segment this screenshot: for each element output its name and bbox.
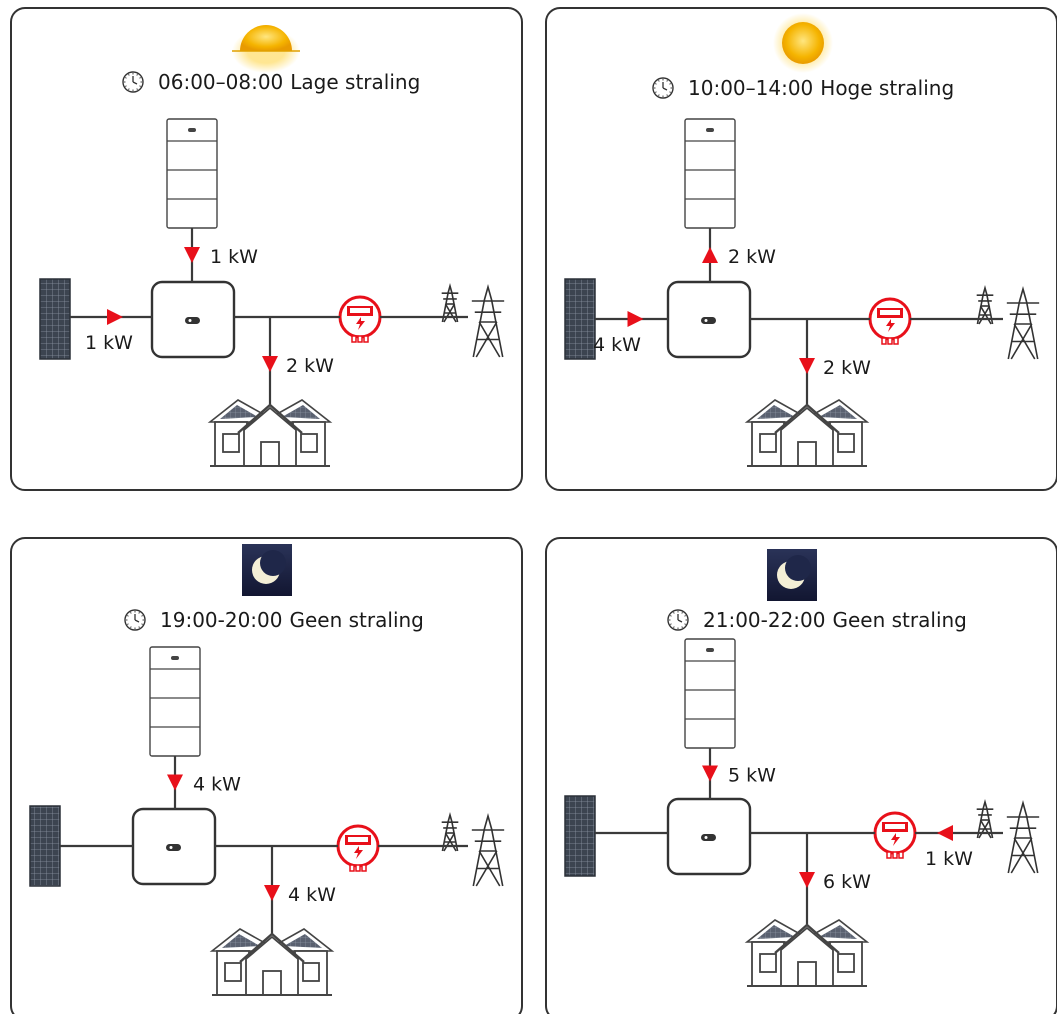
- period-title: 19:00-20:00 Geen straling: [160, 608, 424, 632]
- panel-p3: 19:00-20:00 Geen straling 4 kW 4 kW: [10, 537, 523, 1014]
- panel-frame: [10, 537, 523, 1014]
- battery-flow-label: 4 kW: [193, 774, 241, 796]
- pylon-large-icon: [1006, 286, 1040, 360]
- pylon-small-icon: [441, 283, 459, 323]
- pylon-large-icon: [471, 284, 505, 358]
- grid-flow-label: 1 kW: [925, 848, 973, 870]
- house-flow-arrow: [264, 885, 280, 901]
- moon-icon: [767, 549, 817, 601]
- house-icon: [744, 919, 870, 987]
- battery-flow-arrow: [702, 765, 718, 782]
- smart-meter-icon: [338, 295, 382, 343]
- inverter-icon: [666, 280, 752, 359]
- solar-panel-icon: [564, 278, 596, 360]
- pylon-large-icon: [471, 813, 505, 887]
- house-flow-label: 2 kW: [286, 355, 334, 377]
- battery-flow-label: 1 kW: [210, 246, 258, 268]
- period-condition: Geen straling: [290, 608, 424, 632]
- period-title: 10:00–14:00 Hoge straling: [688, 76, 954, 100]
- solar-panel-icon: [564, 795, 596, 877]
- pylon-large-icon: [1006, 800, 1040, 874]
- panel-p1: 06:00–08:00 Lage straling 1 kW 1 kW 2 kW: [10, 7, 523, 491]
- pv-flow-label: 1 kW: [85, 332, 133, 354]
- panel-frame: [545, 537, 1057, 1014]
- house-flow-arrow: [799, 358, 815, 374]
- clock-icon: [652, 77, 674, 99]
- sun-icon: [773, 13, 833, 73]
- grid-flow-arrow: [937, 825, 953, 841]
- panel-p2: 10:00–14:00 Hoge straling 2 kW 4 kW 2 kW: [545, 7, 1057, 491]
- battery-stack-icon: [166, 118, 218, 229]
- battery-stack-icon: [684, 638, 736, 749]
- period-condition: Geen straling: [833, 608, 967, 632]
- period-condition: Hoge straling: [820, 76, 954, 100]
- period-time: 21:00-22:00: [703, 608, 826, 632]
- period-title: 06:00–08:00 Lage straling: [158, 70, 420, 94]
- panel-p4: 21:00-22:00 Geen straling 5 kW 6 kW 1 kW: [545, 537, 1057, 1014]
- house-flow-arrow: [799, 872, 815, 888]
- house-icon: [207, 399, 333, 467]
- period-time: 06:00–08:00: [158, 70, 283, 94]
- clock-icon: [124, 609, 146, 631]
- battery-stack-icon: [149, 646, 201, 757]
- battery-flow-label: 5 kW: [728, 765, 776, 787]
- house-icon: [744, 399, 870, 467]
- battery-flow-arrow: [184, 247, 200, 263]
- pylon-small-icon: [441, 812, 459, 852]
- panel-frame: [10, 7, 523, 491]
- clock-icon: [667, 609, 689, 631]
- pylon-small-icon: [976, 285, 994, 325]
- panel-frame: [545, 7, 1057, 491]
- solar-panel-icon: [29, 805, 61, 887]
- period-condition: Lage straling: [290, 70, 420, 94]
- sun-rising-icon: [232, 25, 300, 73]
- pylon-small-icon: [976, 799, 994, 839]
- moon-icon: [242, 544, 292, 596]
- battery-flow-arrow: [167, 774, 183, 791]
- house-flow-label: 4 kW: [288, 884, 336, 906]
- house-flow-label: 6 kW: [823, 871, 871, 893]
- period-time: 10:00–14:00: [688, 76, 813, 100]
- house-icon: [209, 928, 335, 996]
- clock-icon: [122, 71, 144, 93]
- battery-flow-label: 2 kW: [728, 246, 776, 268]
- inverter-icon: [666, 797, 752, 876]
- period-time: 19:00-20:00: [160, 608, 283, 632]
- pv-flow-arrow: [627, 311, 644, 327]
- pv-flow-arrow: [107, 309, 123, 325]
- pv-flow-label: 4 kW: [593, 334, 641, 356]
- solar-panel-icon: [39, 278, 71, 360]
- house-flow-label: 2 kW: [823, 357, 871, 379]
- battery-flow-arrow: [702, 247, 718, 263]
- battery-stack-icon: [684, 118, 736, 229]
- inverter-icon: [131, 807, 217, 886]
- house-flow-arrow: [262, 356, 278, 372]
- inverter-icon: [150, 280, 236, 359]
- period-title: 21:00-22:00 Geen straling: [703, 608, 967, 632]
